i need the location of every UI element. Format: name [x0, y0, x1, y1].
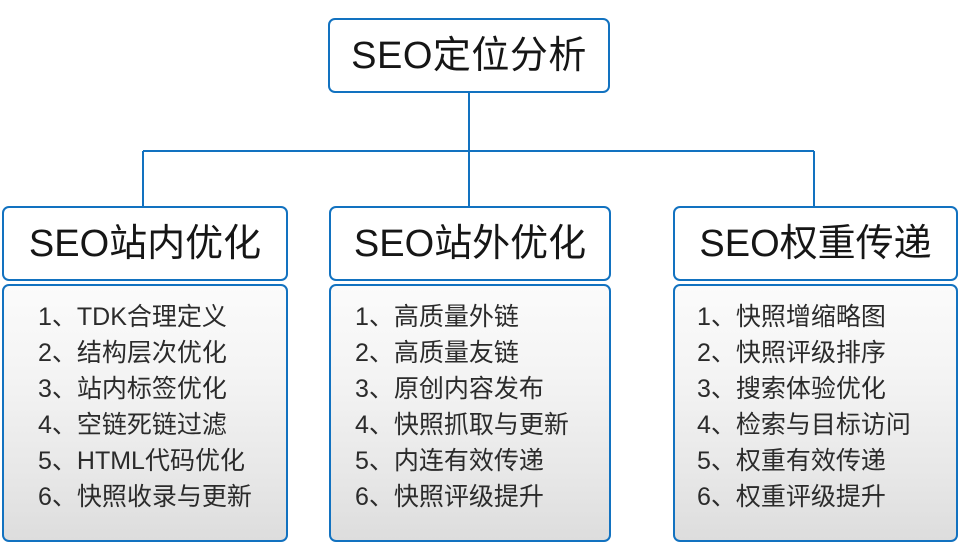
list-item: 2、高质量友链 [355, 339, 519, 367]
list-item: 1、高质量外链 [355, 303, 519, 331]
list-item: 5、内连有效传递 [355, 447, 544, 475]
root-node[interactable]: SEO定位分析 [328, 18, 610, 93]
branch-body-2: 1、高质量外链 2、高质量友链 3、原创内容发布 4、快照抓取与更新 5、内连有… [329, 284, 611, 542]
list-item: 2、结构层次优化 [38, 339, 227, 367]
list-item: 1、TDK合理定义 [38, 303, 227, 331]
list-item: 4、空链死链过滤 [38, 411, 227, 439]
branch-body-3: 1、快照增缩略图 2、快照评级排序 3、搜索体验优化 4、检索与目标访问 5、权… [673, 284, 958, 542]
list-item: 5、权重有效传递 [697, 447, 886, 475]
list-item: 5、HTML代码优化 [38, 447, 245, 475]
branch-header-3[interactable]: SEO权重传递 [673, 206, 958, 281]
branch-header-label-1: SEO站内优化 [28, 222, 262, 265]
branch-header-label-3: SEO权重传递 [699, 222, 932, 265]
list-item: 4、检索与目标访问 [697, 411, 911, 439]
list-item: 2、快照评级排序 [697, 339, 886, 367]
branch-column-1: SEO站内优化 1、TDK合理定义 2、结构层次优化 3、站内标签优化 4、空链… [2, 206, 288, 542]
branch-column-2: SEO站外优化 1、高质量外链 2、高质量友链 3、原创内容发布 4、快照抓取与… [329, 206, 611, 542]
branch-header-1[interactable]: SEO站内优化 [2, 206, 288, 281]
list-item: 6、权重评级提升 [697, 483, 886, 511]
list-item: 3、原创内容发布 [355, 375, 544, 403]
list-item: 3、站内标签优化 [38, 375, 227, 403]
root-node-label: SEO定位分析 [351, 34, 587, 77]
list-item: 3、搜索体验优化 [697, 375, 886, 403]
branch-header-label-2: SEO站外优化 [353, 222, 587, 265]
list-item: 4、快照抓取与更新 [355, 411, 569, 439]
branch-column-3: SEO权重传递 1、快照增缩略图 2、快照评级排序 3、搜索体验优化 4、检索与… [673, 206, 958, 542]
list-item: 1、快照增缩略图 [697, 303, 886, 331]
branch-header-2[interactable]: SEO站外优化 [329, 206, 611, 281]
list-item: 6、快照收录与更新 [38, 483, 252, 511]
list-item: 6、快照评级提升 [355, 483, 544, 511]
branch-body-1: 1、TDK合理定义 2、结构层次优化 3、站内标签优化 4、空链死链过滤 5、H… [2, 284, 288, 542]
